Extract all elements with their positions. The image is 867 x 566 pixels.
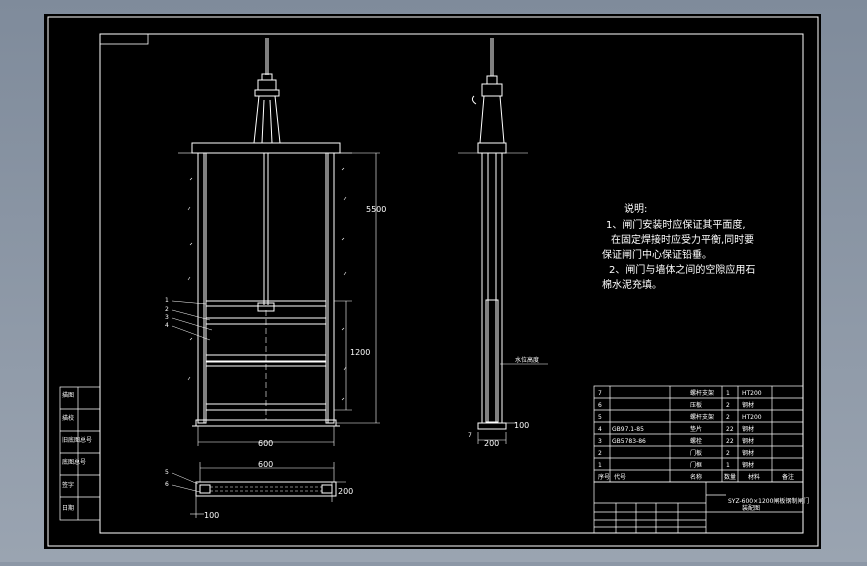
bom-cell: 1 xyxy=(598,462,602,469)
notes-title: 说明: xyxy=(624,202,647,215)
notes-line: 2、闸门与墙体之间的空隙应用石 xyxy=(609,263,755,276)
bom-cell: 螺栓 xyxy=(690,437,702,445)
bom-cell: HT200 xyxy=(742,414,762,421)
outer-border xyxy=(47,16,819,547)
drawing-number-box xyxy=(99,33,149,45)
title-block-grid xyxy=(593,481,804,534)
side-view xyxy=(471,38,507,430)
left-block-label: 底图总号 xyxy=(62,458,86,466)
bom-cell: 钢材 xyxy=(742,449,754,457)
bom-header-cell: 名称 xyxy=(690,473,702,481)
dim-600-plan xyxy=(199,462,335,482)
bom-cell: 6 xyxy=(598,402,602,409)
dim-label: 600 xyxy=(258,460,273,469)
bom-cell: 钢材 xyxy=(742,425,754,433)
bom-cell: 门框 xyxy=(690,461,702,469)
dim-200-plan xyxy=(326,481,346,502)
dim-1200 xyxy=(334,300,352,411)
dim-100-plan xyxy=(190,496,204,518)
bom-cell: GB97.1-85 xyxy=(612,426,644,433)
bom-cell: 2 xyxy=(726,414,730,421)
bom-cell: 垫片 xyxy=(690,425,702,433)
bom-cell: HT200 xyxy=(742,390,762,397)
dim-600-front xyxy=(197,426,335,446)
drawing-subtitle: 装配图 xyxy=(742,504,760,512)
left-block-label: 旧底图总号 xyxy=(62,436,92,444)
left-block-label: 描图 xyxy=(62,391,74,399)
bom-cell: 螺杆支架 xyxy=(690,413,714,421)
notes-line: 在固定焊接时应受力平衡,同时要 xyxy=(611,233,754,246)
dim-label: 100 xyxy=(204,511,219,520)
bom-cell: 4 xyxy=(598,426,602,433)
bom-cell: 2 xyxy=(598,450,602,457)
side-callout-label: 水位高度 xyxy=(515,356,539,364)
bom-cell: 5 xyxy=(598,414,602,421)
part-label: 7 xyxy=(468,432,472,439)
dim-5500 xyxy=(336,152,380,424)
bom-cell: 1 xyxy=(726,390,730,397)
dim-label: 200 xyxy=(338,487,353,496)
part-label: 1 xyxy=(165,297,169,304)
plan-view xyxy=(195,481,337,497)
bom-cell: 钢材 xyxy=(742,461,754,469)
part-label: 2 xyxy=(165,306,169,313)
technical-notes: 说明: 1、闸门安装时应保证其平面度, 在固定焊接时应受力平衡,同时要 保证闸门… xyxy=(602,202,755,291)
bom-cell: 3 xyxy=(598,438,602,445)
bom-header-cell: 数量 xyxy=(724,473,736,481)
bom-header-cell: 备注 xyxy=(782,473,794,481)
inner-frame xyxy=(99,33,804,534)
dim-label: 200 xyxy=(484,439,499,448)
left-revision-block xyxy=(59,386,101,521)
notes-line: 保证闸门中心保证铅垂。 xyxy=(602,248,712,261)
dim-label: 100 xyxy=(514,421,529,430)
bom-header-cell: 材料 xyxy=(748,473,760,481)
bom-cell: 门板 xyxy=(690,449,702,457)
bom-cell: 7 xyxy=(598,390,602,397)
part-label: 3 xyxy=(165,314,169,321)
bom-cell: 2 xyxy=(726,402,730,409)
bom-cell: 钢材 xyxy=(742,401,754,409)
bom-cell: 螺杆支架 xyxy=(690,389,714,397)
left-block-label: 签字 xyxy=(62,481,74,489)
bom-cell: 2 xyxy=(726,450,730,457)
part-label: 6 xyxy=(165,481,169,488)
bom-header-cell: 序号 xyxy=(598,473,610,481)
notes-line: 1、闸门安装时应保证其平面度, xyxy=(606,218,746,231)
left-block-label: 描校 xyxy=(62,414,74,422)
bom-header-cell: 代号 xyxy=(614,473,626,481)
part-label: 5 xyxy=(165,469,169,476)
bom-cell: 1 xyxy=(726,462,730,469)
bom-cell: GB5783-86 xyxy=(612,438,646,445)
dim-200-side xyxy=(477,432,507,444)
notes-line: 棉水泥充填。 xyxy=(602,278,662,291)
left-block-label: 日期 xyxy=(62,504,74,512)
dim-label: 600 xyxy=(258,439,273,448)
drawing-sheet xyxy=(44,14,821,549)
bom-table-grid xyxy=(593,385,804,483)
bom-cell: 22 xyxy=(726,426,734,433)
drawing-name: SYZ-600×1200闸板钢制闸门 xyxy=(728,497,809,505)
bom-cell: 钢材 xyxy=(742,437,754,445)
bom-cell: 压板 xyxy=(690,401,702,409)
part-label: 4 xyxy=(165,322,169,329)
dim-label: 1200 xyxy=(350,348,370,357)
front-view xyxy=(191,38,341,427)
bom-cell: 22 xyxy=(726,438,734,445)
dim-label: 5500 xyxy=(366,205,386,214)
